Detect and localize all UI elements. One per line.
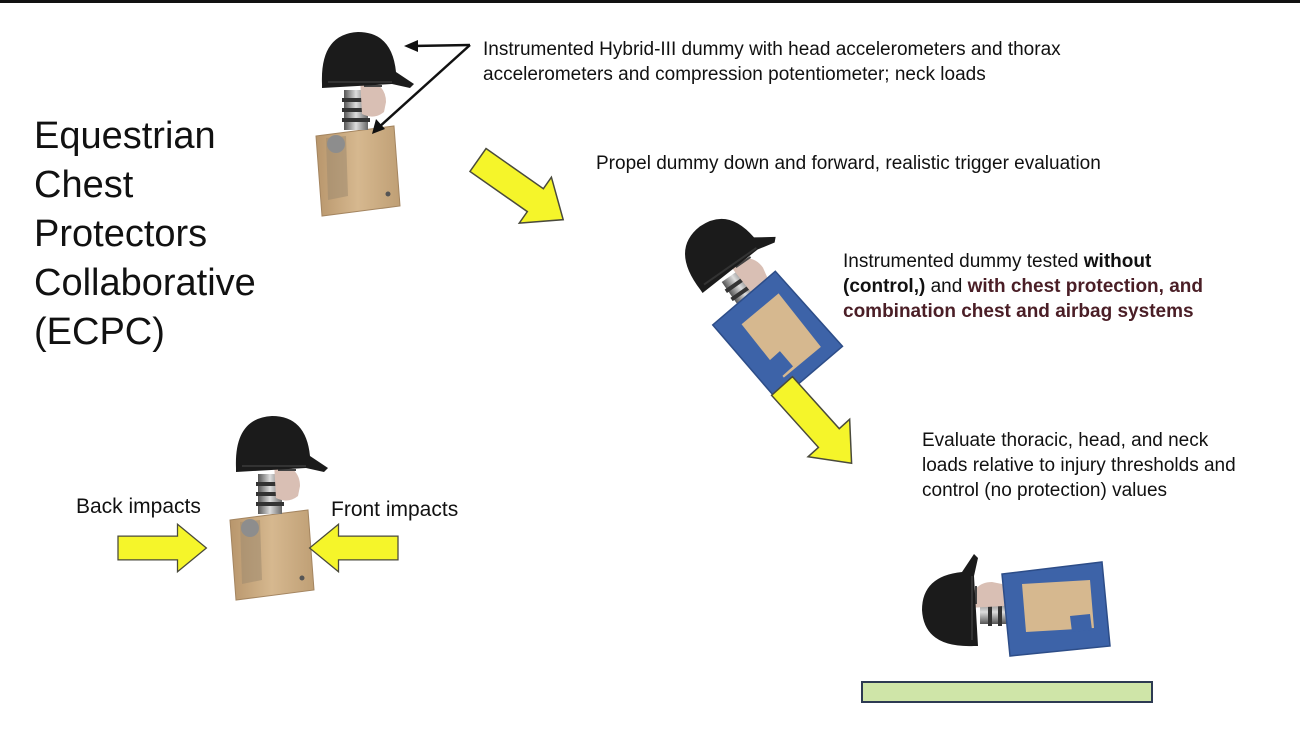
pointer-to-chest-icon — [377, 44, 471, 129]
dummy-description: Instrumented Hybrid-III dummy with head … — [483, 39, 1061, 85]
ground-surface — [861, 681, 1153, 703]
back-impact-arrow-icon — [117, 523, 208, 573]
title-line-4: Collaborative — [34, 262, 256, 304]
propel-description: Propel dummy down and forward, realistic… — [596, 153, 1101, 174]
pointer-to-head-icon — [411, 43, 471, 48]
title-line-1: Equestrian — [34, 115, 216, 157]
title-line-2: Chest — [34, 164, 134, 206]
title-line-3: Protectors — [34, 213, 208, 255]
slide-title: Equestrian Chest Protectors Collaborativ… — [34, 112, 314, 357]
top-border — [0, 0, 1300, 3]
crash-test-dummy-impact-icon — [229, 415, 329, 601]
evaluate-description: Evaluate thoracic, head, and neck loads … — [922, 430, 1236, 501]
crash-test-dummy-lying-icon — [921, 553, 1111, 657]
yellow-arrow-icon — [461, 136, 581, 244]
front-impact-arrow-icon — [308, 523, 399, 573]
crash-test-dummy-protected-icon — [664, 193, 853, 408]
yellow-arrow-icon — [760, 366, 874, 483]
title-line-5: (ECPC) — [34, 311, 165, 353]
crash-test-dummy-icon — [315, 31, 415, 217]
front-impacts-label: Front impacts — [331, 498, 459, 521]
tested-description: Instrumented dummy tested without (contr… — [843, 251, 1203, 322]
back-impacts-label: Back impacts — [76, 495, 201, 518]
